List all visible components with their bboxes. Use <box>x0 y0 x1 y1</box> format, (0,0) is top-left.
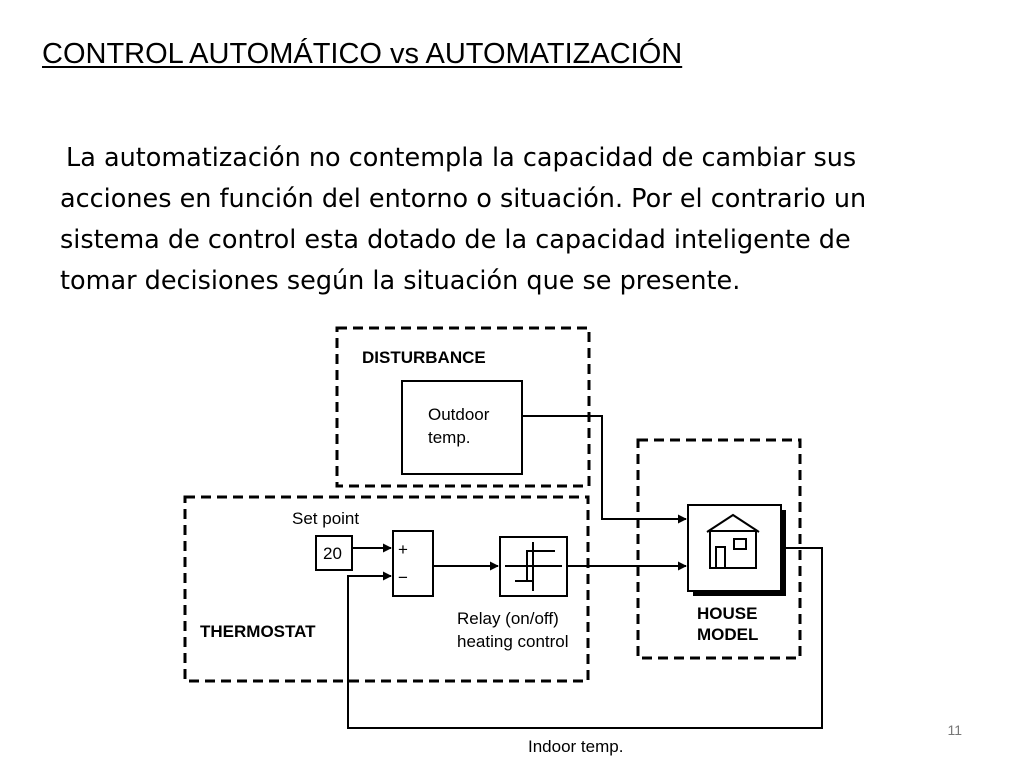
sum-plus-sign: + <box>398 540 408 559</box>
body-line-4: tomar decisiones según la situación que … <box>60 266 741 296</box>
relay-label-2: heating control <box>457 632 569 651</box>
outdoor-temp-block <box>401 380 523 475</box>
house-icon <box>706 513 760 569</box>
body-paragraph: La automatización no contempla la capaci… <box>60 138 960 302</box>
indoor-temp-label: Indoor temp. <box>528 737 623 756</box>
set-point-label: Set point <box>292 509 359 528</box>
house-group-box <box>636 438 802 660</box>
page-number: 11 <box>947 722 962 738</box>
set-point-block <box>315 535 353 571</box>
disturbance-label: DISTURBANCE <box>362 348 486 367</box>
outdoor-temp-label-1: Outdoor <box>428 405 490 424</box>
sum-block <box>392 530 434 597</box>
body-line-3: sistema de control esta dotado de la cap… <box>60 225 851 255</box>
house-model-label-2: MODEL <box>697 625 758 644</box>
body-line-1: La automatización no contempla la capaci… <box>66 143 857 173</box>
sum-minus-sign: − <box>398 568 408 587</box>
outdoor-to-house-line <box>522 415 687 524</box>
slide-title: CONTROL AUTOMÁTICO vs AUTOMATIZACIÓN <box>42 38 683 70</box>
house-model-label-1: HOUSE <box>697 604 757 623</box>
feedback-line <box>347 547 823 729</box>
set-point-value: 20 <box>323 544 342 563</box>
relay-label-1: Relay (on/off) <box>457 609 559 628</box>
outdoor-temp-label-2: temp. <box>428 428 471 447</box>
thermostat-group-box <box>183 495 590 683</box>
disturbance-group-box <box>335 326 591 488</box>
thermostat-label: THERMOSTAT <box>200 622 316 641</box>
body-line-2: acciones en función del entorno o situac… <box>60 184 867 214</box>
relay-hysteresis-icon <box>505 542 562 591</box>
